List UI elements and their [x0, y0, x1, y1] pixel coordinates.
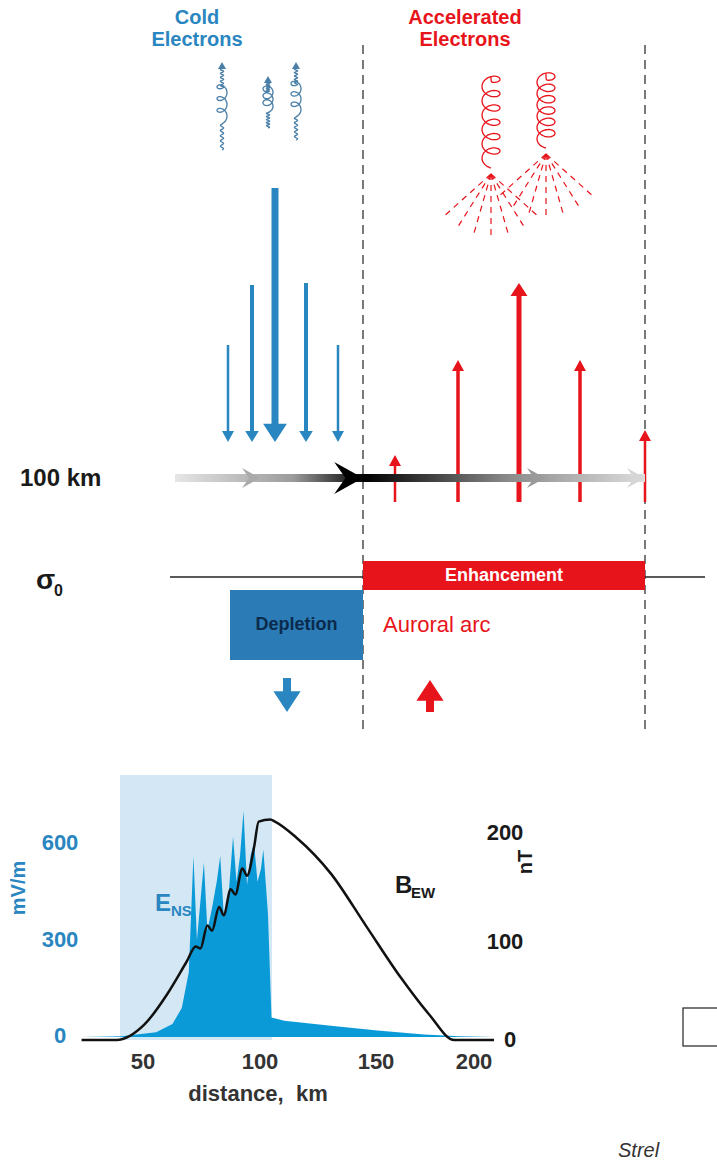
axis-title: distance, km: [188, 1082, 327, 1106]
illustration-part: [82, 62, 651, 1040]
current-arrow: [299, 283, 313, 442]
electron-spray: [512, 154, 546, 208]
axis-tick: 300: [42, 928, 79, 952]
current-arrow: [332, 345, 344, 442]
enhancement-bar: Enhancement: [363, 561, 645, 590]
species-label: Accelerated Electrons: [395, 6, 535, 50]
bar-label: Depletion: [255, 615, 337, 635]
flow-arrowhead: [242, 468, 260, 488]
current-arrow: [245, 285, 259, 442]
axis-tick: 100: [242, 1050, 279, 1074]
axis-tick: 200: [487, 821, 524, 845]
electron-spray: [498, 154, 546, 197]
electron-spray: [546, 154, 594, 197]
axis-tick: 200: [456, 1050, 493, 1074]
electron-spray: [458, 174, 491, 227]
electron-spray: [474, 174, 491, 234]
photon-wave: [217, 68, 227, 150]
conductance-symbol: σ: [36, 565, 55, 596]
axis-tick: 50: [131, 1050, 155, 1074]
electron-spray: [545, 154, 546, 218]
current-arrow: [222, 345, 234, 442]
axis-tick: 150: [358, 1050, 395, 1074]
current-arrow: [639, 430, 651, 502]
region-label: Auroral arc: [383, 613, 491, 637]
series-label: E: [155, 890, 171, 916]
electron-spray: [491, 174, 524, 227]
flow-arrowhead: [334, 462, 363, 494]
electric-field-area: [82, 811, 494, 1037]
axis-tick: 100: [487, 930, 524, 954]
electron-spray: [528, 154, 546, 216]
electron-spray: [546, 154, 564, 216]
subscript: 0: [54, 582, 63, 600]
citation: Strel: [618, 1139, 659, 1161]
depletion-bar: Depletion: [230, 590, 363, 660]
direction-arrow: [416, 680, 443, 712]
boundary-line: [644, 45, 645, 735]
photon-arrowhead: [264, 76, 272, 83]
species-label: Cold Electrons: [140, 6, 255, 50]
series-label: B: [395, 872, 412, 898]
magnetic-field-line: [82, 820, 494, 1040]
electron-helix: [482, 76, 500, 168]
inset-box: [683, 1008, 717, 1046]
current-arrow: [263, 188, 287, 442]
electron-helix: [537, 73, 555, 148]
current-arrow: [511, 283, 528, 502]
axis-tick: 0: [54, 1024, 66, 1048]
electron-spray: [491, 174, 508, 234]
photon-wave: [291, 68, 301, 140]
axis-tick: 0: [504, 1028, 516, 1052]
axis-unit: nT: [514, 850, 536, 874]
photon-arrowhead: [218, 62, 226, 69]
altitude-label: 100 km: [20, 465, 101, 491]
photon-wave: [263, 82, 273, 128]
axis-unit: mV/m: [7, 861, 29, 915]
direction-arrow: [273, 678, 300, 712]
electron-spray: [546, 154, 580, 208]
bar-label: Enhancement: [445, 566, 563, 586]
axis-tick: 600: [42, 831, 79, 855]
photon-arrowhead: [292, 62, 300, 69]
flow-arrowhead: [627, 468, 645, 488]
flow-band: [175, 474, 645, 482]
subscript: EW: [411, 885, 435, 902]
subscript: NS: [171, 903, 192, 920]
flow-arrowhead: [527, 468, 545, 488]
electron-spray: [490, 174, 491, 236]
electron-spray: [445, 174, 491, 215]
